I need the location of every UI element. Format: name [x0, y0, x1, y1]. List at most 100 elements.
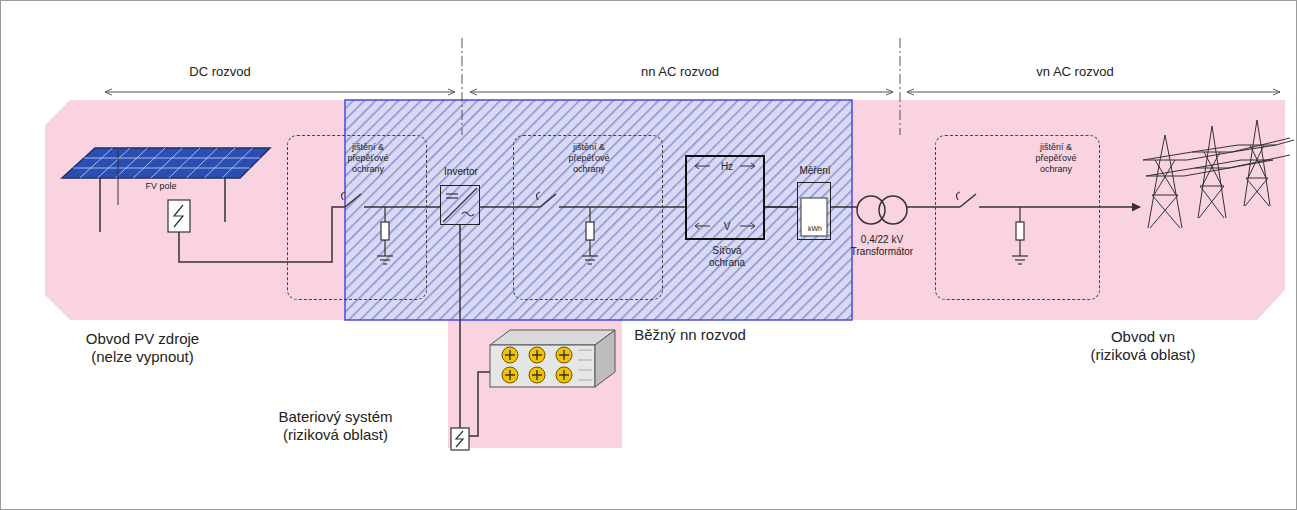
panel-grid-line	[84, 158, 260, 159]
panel-grid-line	[204, 148, 235, 178]
surge-arresters	[377, 207, 1028, 264]
drawing-path	[174, 205, 183, 227]
drawing-line	[907, 92, 1280, 93]
drawing-path	[536, 192, 540, 200]
panel-grid-line	[80, 148, 113, 178]
lv-distribution-zone: Běžný nn rozvodInvertorjištění & přepěťo…	[345, 100, 852, 320]
node-text: kWh	[801, 225, 829, 233]
panel-grid-line	[115, 148, 147, 178]
node-text: Běžný nn rozvod	[595, 326, 785, 344]
drawing-path	[341, 192, 345, 200]
drawing-path	[462, 212, 474, 216]
drawing-line	[364, 206, 427, 208]
drawing-line	[383, 263, 387, 264]
wire-connector	[907, 206, 935, 208]
drawing-path	[505, 350, 569, 360]
drawing-path	[456, 431, 463, 447]
drawing-line	[1019, 207, 1020, 222]
hv-zone: Obvod vn (riziková oblast)0,4/22 kV Tran…	[852, 100, 1285, 320]
drawing-rect	[586, 222, 594, 240]
drawing-line	[589, 240, 590, 256]
drawing-path	[1238, 145, 1276, 206]
drawing-line	[377, 255, 393, 256]
drawing-line	[900, 38, 901, 135]
meter-box: MěřeníkWh	[797, 182, 831, 240]
drawing-line	[384, 207, 385, 222]
node-text: Obvod vn (riziková oblast)	[1082, 328, 1204, 364]
node-text: Obvod PV zdroje (nelze vypnout)	[75, 330, 210, 366]
drawing-line	[960, 194, 976, 207]
node-text: 0,4/22 kV Transformátor	[836, 234, 928, 258]
drawing-line	[459, 320, 461, 428]
drawing-polygon	[490, 330, 615, 345]
drawing-line	[224, 178, 226, 222]
protection-box: jištění & přepěťové ochrany	[287, 135, 427, 300]
drawing-line	[578, 360, 592, 361]
drawing-line	[1012, 255, 1028, 256]
drawing-line	[1018, 263, 1022, 264]
drawing-line	[578, 350, 592, 351]
drawing-line	[935, 206, 960, 208]
drawing-line	[588, 263, 592, 264]
grid-protection-box: HzVSíťová ochrana	[685, 155, 765, 240]
drawing-circle	[857, 196, 885, 224]
drawing-line	[443, 188, 477, 222]
drawing-g	[73, 148, 260, 178]
drawing-line	[765, 206, 797, 208]
drawing-rect	[490, 345, 595, 387]
grid-protection-arrows	[695, 163, 755, 229]
power-pylons	[1143, 120, 1294, 228]
drawing-g	[502, 347, 572, 383]
panel-grid-line	[169, 148, 200, 178]
zone-label: FV pole	[136, 181, 186, 192]
panel-grid-line	[151, 148, 183, 178]
drawing-line	[99, 178, 101, 232]
drawing-line	[578, 380, 592, 381]
wire-connector	[831, 206, 857, 208]
transformer: 0,4/22 kV Transformátor	[857, 194, 907, 226]
drawing-path	[1229, 138, 1294, 168]
zone-label: nn AC rozvod	[620, 64, 740, 80]
pv-source-zone: Obvod PV zdroje (nelze vypnout)	[45, 100, 345, 320]
zone-label: vn AC rozvod	[1015, 64, 1135, 80]
node-text: Invertor	[426, 166, 496, 178]
risk-zone	[45, 100, 1285, 448]
drawing-line	[589, 207, 590, 222]
drawing-path	[1143, 145, 1276, 176]
drawing-line	[540, 194, 556, 207]
drawing-line	[105, 92, 455, 93]
protection-box: jištění & přepěťové ochrany	[935, 135, 1100, 300]
wire-connector	[480, 206, 513, 208]
drawing-line	[578, 370, 592, 371]
drawing-line	[559, 206, 663, 208]
node-text: Hz	[712, 161, 742, 173]
drawing-rect	[381, 222, 389, 240]
drawing-polygon	[62, 148, 270, 178]
drawing-line	[585, 259, 595, 260]
node-text: Měření	[785, 165, 845, 177]
node-text: Síťová ochrana	[697, 245, 757, 269]
pv-panel	[62, 148, 270, 232]
inverter-symbol	[443, 188, 477, 222]
drawing-line	[446, 197, 458, 198]
drawing-path	[695, 163, 710, 169]
drawing-line	[1100, 206, 1140, 208]
drawing-circle	[879, 196, 907, 224]
panel-grid-line	[73, 168, 250, 169]
drawing-line	[118, 150, 119, 205]
drawing-path	[1148, 135, 1182, 228]
junction-boxes	[168, 200, 469, 450]
drawing-rect	[1016, 222, 1024, 240]
wire-connector	[459, 225, 461, 320]
drawing-path	[740, 223, 755, 229]
panel-grid-line	[187, 148, 218, 178]
wires	[179, 194, 1140, 436]
wire-connector	[765, 206, 797, 208]
drawing-line	[870, 206, 894, 208]
node-text: jištění & přepěťové ochrany	[554, 142, 624, 174]
drawing-path	[1192, 152, 1232, 218]
drawing-rect	[168, 200, 190, 232]
panel-grid-line	[222, 148, 252, 178]
node-text: Bateriový systém (riziková oblast)	[268, 408, 403, 444]
